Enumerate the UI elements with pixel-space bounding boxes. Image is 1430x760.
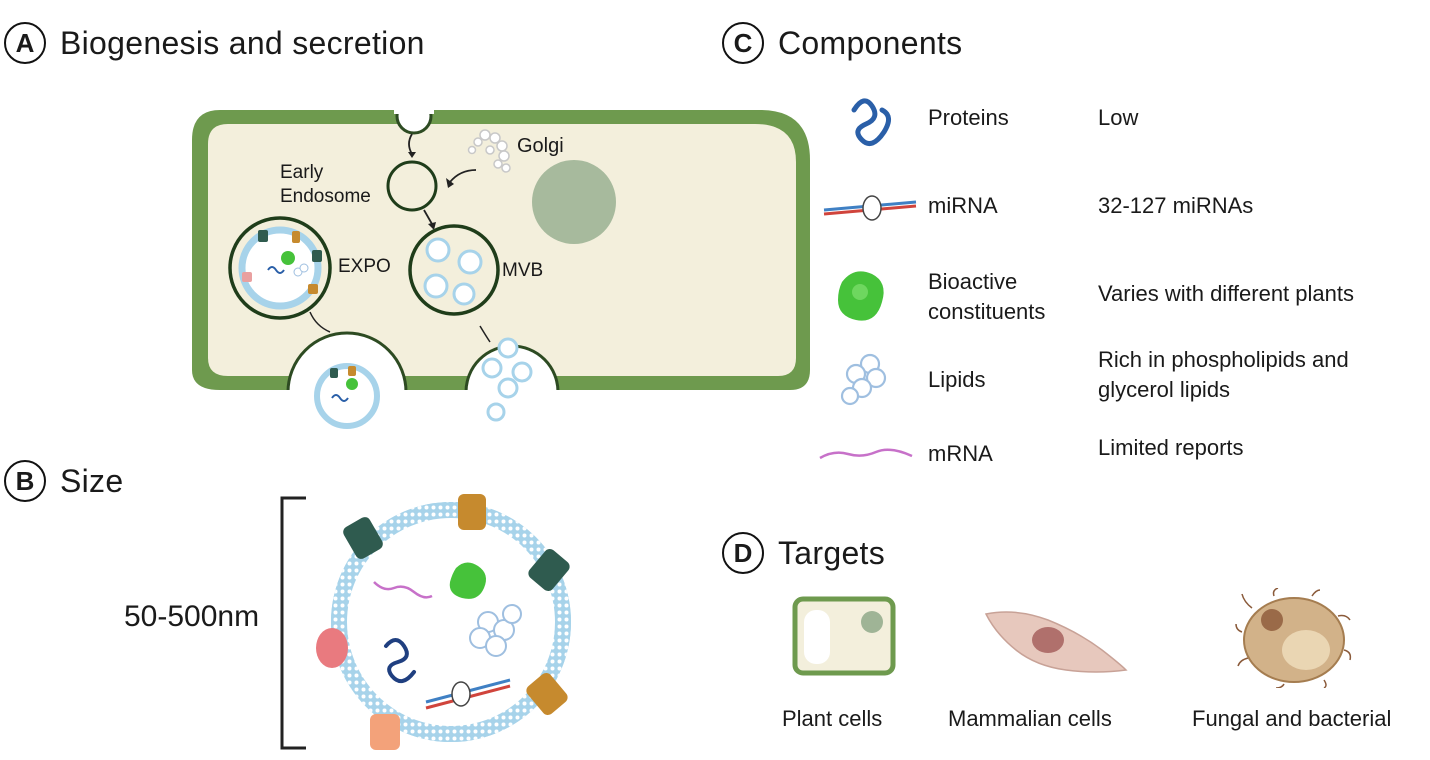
panel-a-title: Biogenesis and secretion [60, 24, 425, 61]
target-label-mammalian: Mammalian cells [948, 706, 1112, 731]
membrane-protein [528, 549, 570, 591]
panel-b-badge: B [4, 460, 46, 502]
component-desc-bioactive: Varies with different plants [1098, 281, 1354, 306]
lipid-cargo [469, 604, 522, 657]
mvb [408, 224, 500, 316]
golgi-icon [467, 129, 511, 173]
panel-b-title: Size [60, 462, 124, 499]
nucleus [532, 160, 616, 244]
panel-a-badge: A [4, 22, 46, 64]
biogenesis-diagram: Golgi Early Endosome EXPO MVB [192, 100, 810, 429]
membrane-protein [370, 714, 400, 750]
bioactive-cargo [449, 562, 486, 599]
membrane-protein [343, 517, 383, 559]
golgi-label: Golgi [517, 135, 564, 157]
size-bracket [280, 496, 306, 750]
mirna-icon [823, 195, 917, 221]
protein-cargo [384, 638, 416, 684]
lipid-icon [840, 353, 887, 406]
component-name-bioactive-2: constituents [928, 299, 1046, 324]
early-endosome-label-2: Endosome [280, 186, 371, 207]
component-desc-mirna: 32-127 miRNAs [1098, 193, 1254, 218]
vesicle-diagram [280, 494, 571, 750]
panel-b-header: B Size [4, 460, 123, 502]
early-endosome [386, 160, 438, 212]
bioactive-icon [838, 271, 884, 321]
panel-c-header: C Components [722, 22, 962, 64]
expo-label: EXPO [338, 256, 391, 277]
mrna-icon [819, 448, 913, 460]
component-name-lipids: Lipids [928, 367, 986, 392]
panel-d-title: Targets [778, 534, 886, 571]
mammalian-cell-icon [984, 611, 1128, 673]
protein-icon [851, 98, 891, 147]
membrane-protein [526, 673, 568, 715]
fungal-cell-icon [1235, 588, 1352, 688]
panel-c-title: Components [778, 24, 963, 61]
cytoplasm [208, 124, 796, 376]
component-name-bioactive-1: Bioactive [928, 269, 1018, 294]
component-desc-proteins: Low [1098, 105, 1139, 130]
panel-d-badge: D [722, 532, 764, 574]
plant-cell-icon [792, 596, 896, 676]
panel-d-header: D Targets [722, 532, 885, 574]
early-endosome-label-1: Early [280, 162, 324, 183]
target-label-fungal: Fungal and bacterial [1192, 706, 1392, 731]
membrane-protein [316, 628, 348, 668]
mvb-label: MVB [502, 260, 543, 281]
size-label: 50-500nm [124, 600, 260, 633]
mirna-cargo [425, 678, 511, 710]
component-desc-lipids-2: glycerol lipids [1098, 377, 1231, 402]
component-name-mrna: mRNA [928, 441, 993, 466]
mrna-cargo [373, 581, 433, 599]
panel-a-header: A Biogenesis and secretion [4, 22, 425, 64]
panel-c-badge: C [722, 22, 764, 64]
target-label-plant: Plant cells [782, 706, 883, 731]
component-name-mirna: miRNA [928, 193, 998, 218]
component-name-proteins: Proteins [928, 105, 1009, 130]
membrane-protein [458, 494, 486, 530]
component-desc-lipids-1: Rich in phospholipids and [1098, 347, 1349, 372]
component-desc-mrna: Limited reports [1098, 435, 1244, 460]
